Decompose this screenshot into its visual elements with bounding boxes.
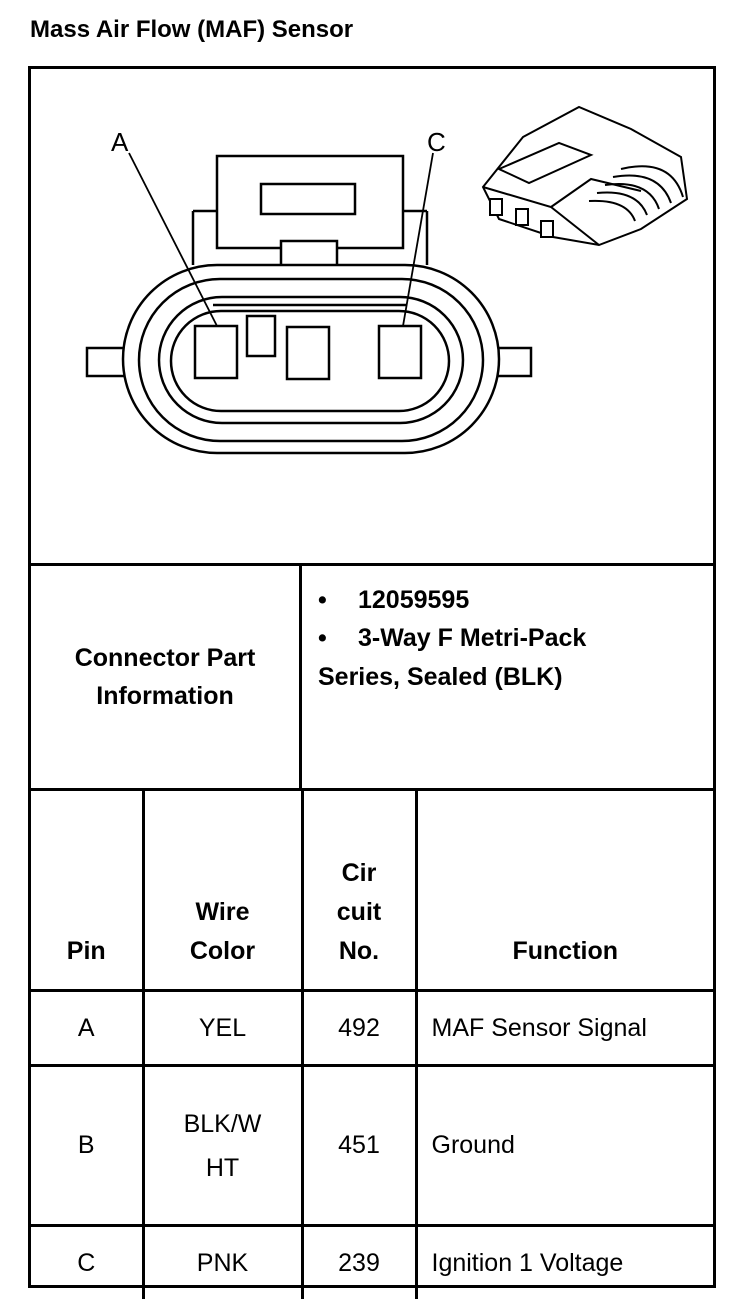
header-wire-color: Wire Color xyxy=(141,788,304,992)
table-row: C PNK 239 Ignition 1 Voltage xyxy=(31,1224,713,1299)
function-cell: Ignition 1 Voltage xyxy=(414,1224,713,1299)
callout-c: C xyxy=(427,127,446,157)
pin-cell: A xyxy=(31,989,145,1067)
circuit-cell: 239 xyxy=(300,1224,418,1299)
part-description-line1: 3-Way F Metri-Pack xyxy=(358,624,587,652)
connector-diagram: A C xyxy=(31,69,713,566)
connector-part-label-line2: Information xyxy=(96,682,234,710)
circuit-cell: 492 xyxy=(300,989,418,1067)
circuit-cell: 451 xyxy=(300,1064,418,1227)
connector-face-drawing: A C xyxy=(85,105,689,455)
callout-a: A xyxy=(111,127,129,157)
function-cell: Ground xyxy=(414,1064,713,1227)
function-cell: MAF Sensor Signal xyxy=(414,989,713,1067)
connector-part-label-line1: Connector Part xyxy=(74,644,256,672)
table-row: B BLK/W HT 451 Ground xyxy=(31,1064,713,1227)
header-function: Function xyxy=(414,788,713,992)
pin-cell: C xyxy=(31,1224,145,1299)
pin-cell: B xyxy=(31,1064,145,1227)
header-circuit-no: Cir cuit No. xyxy=(300,788,418,992)
page-title: Mass Air Flow (MAF) Sensor xyxy=(30,16,354,43)
connector-chart: A C Connector Part Information • 12059595… xyxy=(28,66,716,1299)
part-number: 12059595 xyxy=(358,586,470,614)
table-row: A YEL 492 MAF Sensor Signal xyxy=(31,989,713,1067)
pinout-table: Pin Wire Color Cir cuit No. Function A Y… xyxy=(31,788,713,1299)
header-pin: Pin xyxy=(31,788,145,992)
wire-color-cell: YEL xyxy=(141,989,304,1067)
connector-part-information: Connector Part Information • 12059595 • 3-… xyxy=(31,566,713,791)
part-description-line2: Series, Sealed (BLK) xyxy=(318,663,563,691)
connector-part-label: Connector Part Information xyxy=(31,566,302,788)
bullet-icon: • xyxy=(318,586,327,614)
bullet-icon: • xyxy=(318,624,327,652)
wire-color-cell: BLK/W HT xyxy=(141,1064,304,1227)
table-header-row: Pin Wire Color Cir cuit No. Function xyxy=(31,788,713,992)
wire-color-cell: PNK xyxy=(141,1224,304,1299)
connector-part-details: • 12059595 • 3-Way F Metri-Pack Series, Se… xyxy=(302,566,713,788)
